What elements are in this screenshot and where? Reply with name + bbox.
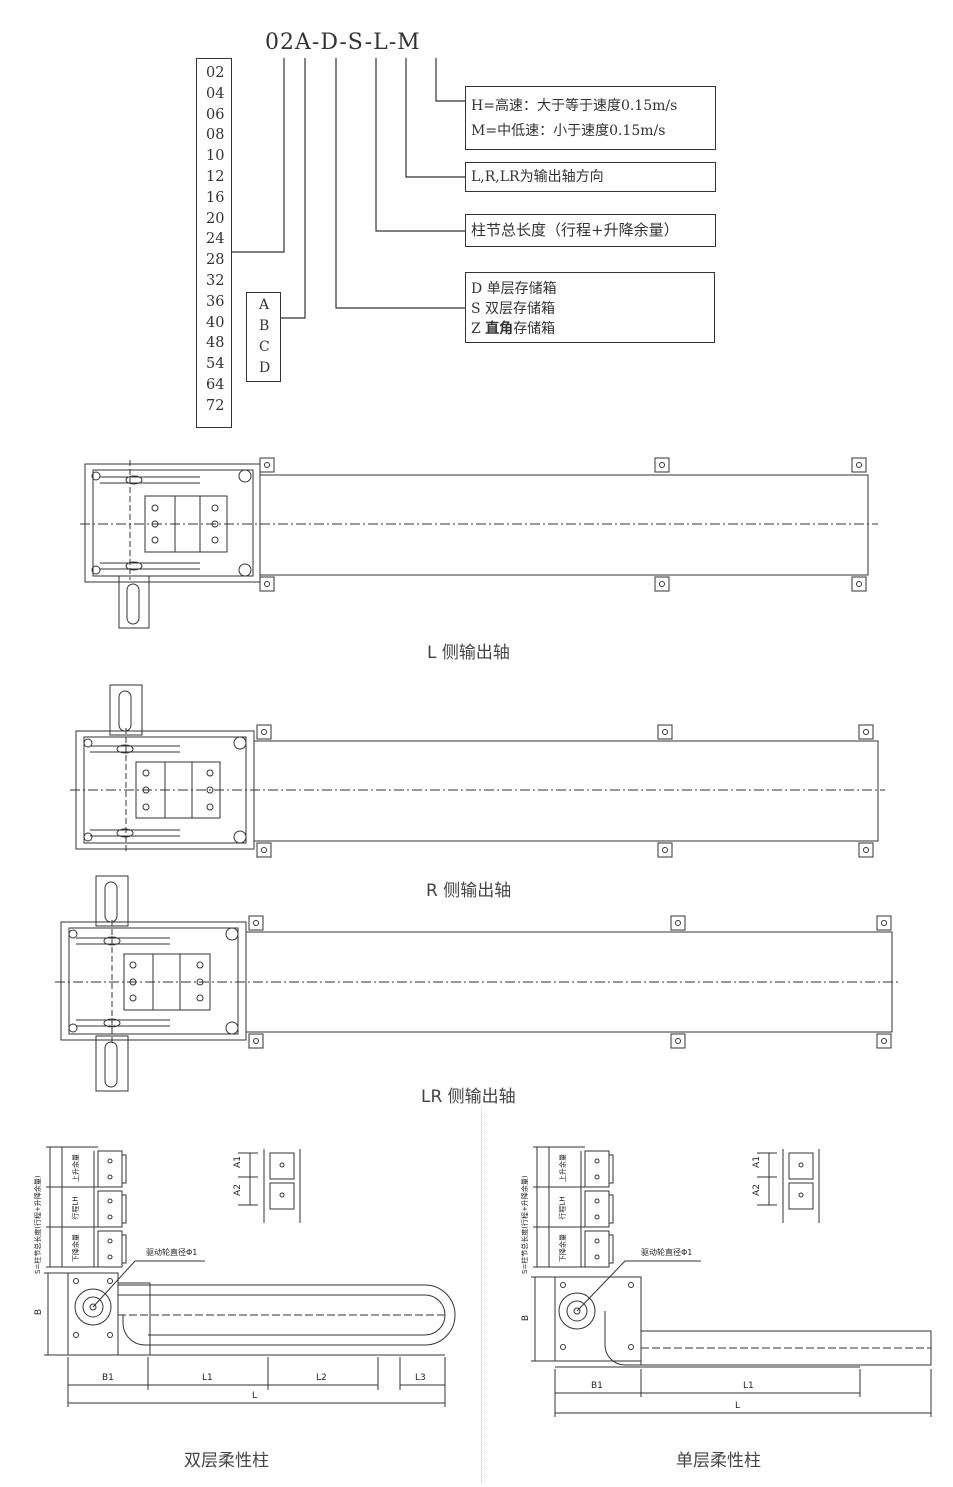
length-note: 柱节总长度（行程+升降余量） — [471, 221, 679, 239]
storage-option-right-angle: Z 直角存储箱 — [466, 319, 714, 339]
caption-single-layer: 单层柔性柱 — [676, 1451, 761, 1471]
dim-s-total: S=柱节总长度(行程+升降余量) — [521, 1175, 529, 1274]
storage-label: 双层存储箱 — [485, 301, 556, 317]
direction-note: L,R,LR为输出轴方向 — [471, 169, 604, 185]
dim-b1: B1 — [591, 1381, 603, 1391]
size-list-item: 06 — [206, 106, 225, 123]
divider — [481, 1108, 482, 1483]
dim-stroke: 行程LH — [71, 1196, 80, 1220]
caption-r-side: R 侧输出轴 — [426, 881, 512, 901]
length-box: 柱节总长度（行程+升降余量） — [465, 214, 716, 247]
speed-option-mid: M=中低速：小于速度0.15m/s — [471, 123, 666, 139]
size-list-item: 16 — [206, 189, 225, 206]
dim-down-margin: 下降余量 — [72, 1234, 80, 1262]
speed-box: H=高速：大于等于速度0.15m/s M=中低速：小于速度0.15m/s — [465, 86, 716, 150]
speed-option-high: H=高速：大于等于速度0.15m/s — [471, 98, 678, 114]
size-list-item: 64 — [206, 376, 225, 393]
size-list-item: 54 — [206, 356, 225, 373]
size-list-item: 20 — [206, 210, 225, 227]
dim-l1: L1 — [202, 1373, 213, 1383]
type-list-item: D — [259, 360, 271, 376]
model-code: 02A-D-S-L-M — [265, 30, 421, 55]
size-list-item: 48 — [206, 335, 225, 352]
direction-box: L,R,LR为输出轴方向 — [465, 162, 716, 192]
size-list-item: 08 — [206, 127, 225, 144]
type-list-item: A — [259, 297, 270, 313]
size-list-item: 72 — [206, 397, 225, 414]
dim-up-margin: 上升余量 — [559, 1154, 567, 1182]
drawing-lr-side — [55, 875, 900, 1092]
storage-box: D 单层存储箱 S 双层存储箱 Z 直角存储箱 — [465, 272, 715, 343]
dim-wheel: 驱动轮直径Φ1 — [146, 1248, 198, 1257]
dim-l1: L1 — [743, 1381, 754, 1391]
dim-a1: A1 — [751, 1156, 762, 1168]
storage-code: Z — [471, 321, 481, 337]
drawing-single-layer: A1 A2 B B1 L1 L 驱动轮直径Φ1 S=柱节总长度(行程+升降余量)… — [505, 1135, 935, 1420]
storage-option-single: D 单层存储箱 — [466, 279, 714, 299]
size-list-item: 40 — [206, 314, 225, 331]
type-list-item: C — [259, 339, 270, 355]
dim-a1: A1 — [232, 1156, 243, 1168]
caption-l-side: L 侧输出轴 — [427, 643, 510, 663]
dim-s-total: S=柱节总长度(行程+升降余量) — [34, 1175, 42, 1274]
storage-label: 存储箱 — [513, 321, 556, 337]
size-list-item: 32 — [206, 272, 225, 289]
code-leader-lines — [232, 58, 465, 319]
dim-up-margin: 上升余量 — [72, 1154, 80, 1182]
dim-l3: L3 — [415, 1373, 426, 1383]
storage-code: S — [471, 301, 481, 317]
size-list-item: 10 — [206, 148, 225, 165]
dim-b1: B1 — [102, 1373, 114, 1383]
type-list-item: B — [259, 318, 270, 334]
caption-lr-side: LR 侧输出轴 — [421, 1087, 516, 1107]
dim-l2: L2 — [316, 1373, 327, 1383]
size-list-item: 04 — [206, 85, 225, 102]
dim-down-margin: 下降余量 — [559, 1234, 567, 1262]
size-list-item: 28 — [206, 252, 225, 269]
size-list-item: 02 — [206, 65, 225, 81]
dim-wheel: 驱动轮直径Φ1 — [641, 1248, 693, 1257]
size-list-item: 24 — [206, 231, 225, 248]
drawing-l-side — [80, 457, 878, 629]
size-list-item: 36 — [206, 293, 225, 310]
size-list-item: 12 — [206, 168, 225, 185]
storage-label: 单层存储箱 — [486, 281, 557, 297]
dim-stroke: 行程LH — [558, 1196, 567, 1220]
dim-l: L — [735, 1401, 741, 1411]
dim-a2: A2 — [751, 1184, 762, 1196]
size-list-box: 02 04 06 08 10 12 16 20 24 28 32 36 40 48 54 64 72 — [196, 58, 232, 428]
drawing-r-side — [70, 684, 885, 858]
dim-b: B — [521, 1314, 532, 1322]
dim-b: B — [34, 1308, 45, 1316]
storage-bold: 直角 — [485, 321, 514, 337]
dim-l: L — [252, 1391, 258, 1401]
drawing-double-layer: A1 A2 B B1 L1 L2 L3 L 驱动轮直径Φ1 S=柱节总长度(行程… — [20, 1135, 460, 1420]
storage-option-double: S 双层存储箱 — [466, 299, 714, 319]
size-list: 02 04 06 08 10 12 16 20 24 28 32 36 40 48 54 64 72 — [206, 63, 231, 417]
caption-double-layer: 双层柔性柱 — [184, 1451, 269, 1471]
dim-a2: A2 — [232, 1184, 243, 1196]
storage-code: D — [471, 281, 483, 297]
